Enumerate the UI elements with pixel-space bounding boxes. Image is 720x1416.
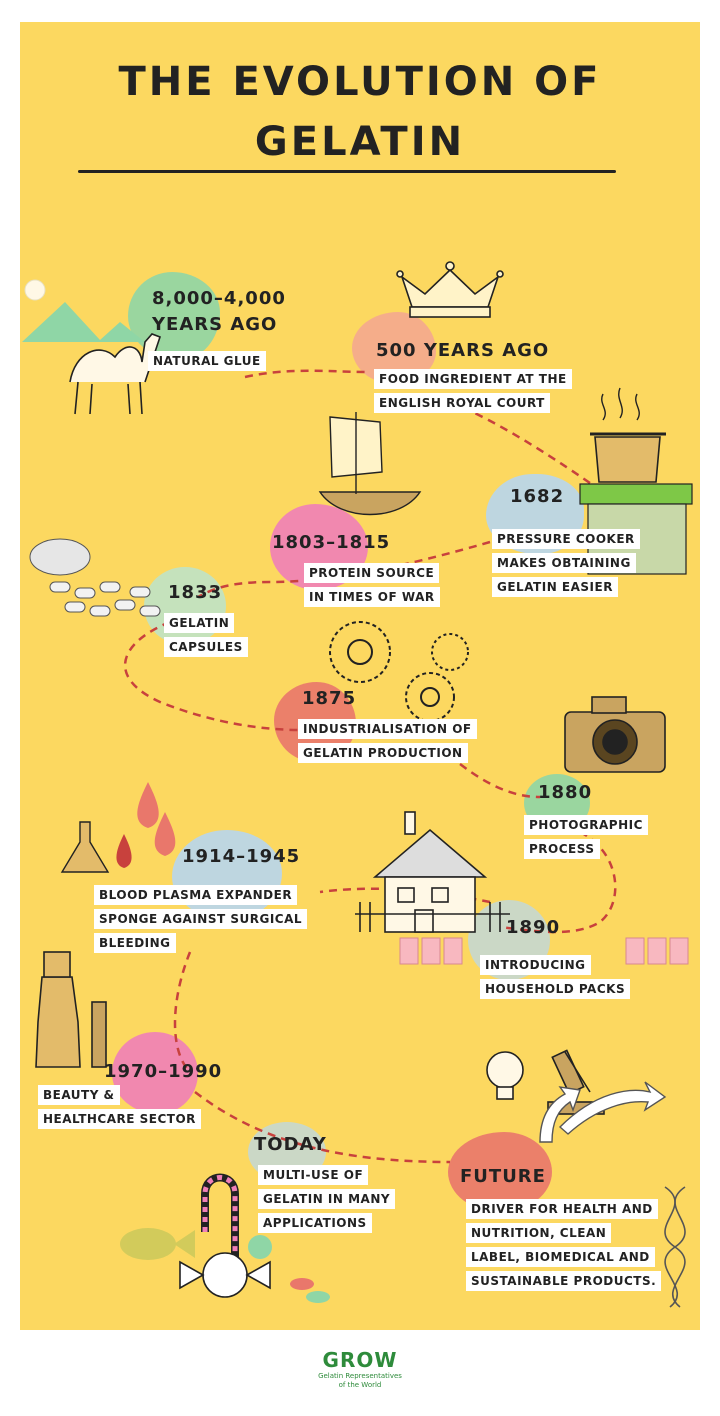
title-underline [78,170,616,173]
blob-milestone-8 [172,830,282,920]
timeline-path [123,369,617,1164]
infographic-poster: THE EVOLUTION OF GELATIN [20,22,700,1330]
milestone-12-line-4: SUSTAINABLE PRODUCTS. [466,1271,662,1291]
milestone-12-line-3: LABEL, BIOMEDICAL AND [466,1247,655,1267]
milestone-9-line-2: HOUSEHOLD PACKS [480,979,631,999]
milestone-8-date: 1914–1945 [182,846,301,867]
milestone-1-date: 8,000–4,000 YEARS AGO [152,288,286,335]
milestone-4-line-1: PROTEIN SOURCE [304,563,440,583]
candy-icon [179,1173,330,1303]
mountains-icon [22,302,145,342]
milestone-7-line-2: PROCESS [524,839,600,859]
house-icon [355,811,510,933]
milestone-1-desc: NATURAL GLUE [148,350,266,374]
milestone-2-line-1: FOOD INGREDIENT AT THE [374,369,572,389]
milestone-6-line-1: INDUSTRIALISATION OF [298,719,477,739]
page-title: THE EVOLUTION OF GELATIN [118,59,602,165]
blood-drops-icon [116,782,176,868]
milestone-8-desc: BLOOD PLASMA EXPANDER SPONGE AGAINST SUR… [94,884,308,956]
milestone-9-line-1: INTRODUCING [480,955,591,975]
grow-logo: GROW Gelatin Representatives of the Worl… [0,1348,720,1390]
milestone-6-desc: INDUSTRIALISATION OF GELATIN PRODUCTION [298,718,477,766]
timeline-drawing [22,261,693,1308]
sun-icon [24,279,46,301]
logo-tagline-1: Gelatin Representatives [318,1372,402,1380]
logo-wordmark: GROW [322,1348,398,1372]
blob-milestone-10 [112,1032,198,1114]
milestone-1-line-1: NATURAL GLUE [148,351,266,371]
milestone-11-date: TODAY [254,1134,327,1155]
capsules-icon [29,538,161,617]
milestone-2-date: 500 YEARS AGO [376,340,550,361]
milestone-12-line-2: NUTRITION, CLEAN [466,1223,612,1243]
bulb-icon [486,1051,524,1100]
milestone-6-date: 1875 [302,688,357,709]
growth-arrows-icon [539,1081,667,1143]
fish-icon [120,1228,195,1260]
milestone-4-desc: PROTEIN SOURCE IN TIMES OF WAR [304,562,440,610]
flask-icon [60,821,110,873]
household-packs-icon [399,937,689,965]
crown-icon [396,261,504,318]
milestone-6-line-2: GELATIN PRODUCTION [298,743,468,763]
milestone-5-line-1: GELATIN [164,613,235,633]
milestone-12-desc: DRIVER FOR HEALTH AND NUTRITION, CLEAN L… [466,1198,662,1294]
milestone-10-line-1: BEAUTY & [38,1085,120,1105]
milestone-10-date: 1970–1990 [104,1061,223,1082]
dna-icon [664,1186,686,1308]
milestone-10-desc: BEAUTY & HEALTHCARE SECTOR [38,1084,201,1132]
milestone-3-line-2: MAKES OBTAINING [492,553,636,573]
milestone-7-date: 1880 [538,782,593,803]
milestone-5-line-2: CAPSULES [164,637,248,657]
ship-icon [318,412,422,516]
milestone-7-line-1: PHOTOGRAPHIC [524,815,648,835]
milestone-8-line-3: BLEEDING [94,933,176,953]
milestone-10-line-2: HEALTHCARE SECTOR [38,1109,201,1129]
blob-milestone-1 [128,272,220,360]
milestone-7-desc: PHOTOGRAPHIC PROCESS [524,814,648,862]
milestone-3-line-3: GELATIN EASIER [492,577,618,597]
milestone-5-desc: GELATIN CAPSULES [164,612,248,660]
camel-icon [69,333,162,415]
milestone-12-line-1: DRIVER FOR HEALTH AND [466,1199,658,1219]
milestone-11-line-2: GELATIN IN MANY [258,1189,396,1209]
milestone-2-line-2: ENGLISH ROYAL COURT [374,393,550,413]
milestone-3-line-1: PRESSURE COOKER [492,529,640,549]
milestone-4-line-2: IN TIMES OF WAR [304,587,440,607]
milestone-5-date: 1833 [168,582,223,603]
milestone-2-desc: FOOD INGREDIENT AT THE ENGLISH ROYAL COU… [374,368,572,416]
milestone-9-date: 1890 [506,917,561,938]
milestone-11-line-1: MULTI-USE OF [258,1165,369,1185]
blob-milestone-12 [448,1132,552,1212]
milestone-9-desc: INTRODUCING HOUSEHOLD PACKS [480,954,631,1002]
milestone-8-line-2: SPONGE AGAINST SURGICAL [94,909,308,929]
logo-tagline-2: of the World [338,1381,382,1389]
milestone-3-desc: PRESSURE COOKER MAKES OBTAINING GELATIN … [492,528,640,600]
milestone-11-line-3: APPLICATIONS [258,1213,372,1233]
milestone-8-line-1: BLOOD PLASMA EXPANDER [94,885,298,905]
camera-icon [564,696,666,773]
milestone-4-date: 1803–1815 [272,532,391,553]
milestone-3-date: 1682 [510,486,565,507]
bottle-icon [35,951,107,1068]
milestone-12-date: FUTURE [460,1166,546,1187]
milestone-11-desc: MULTI-USE OF GELATIN IN MANY APPLICATION… [258,1164,396,1236]
